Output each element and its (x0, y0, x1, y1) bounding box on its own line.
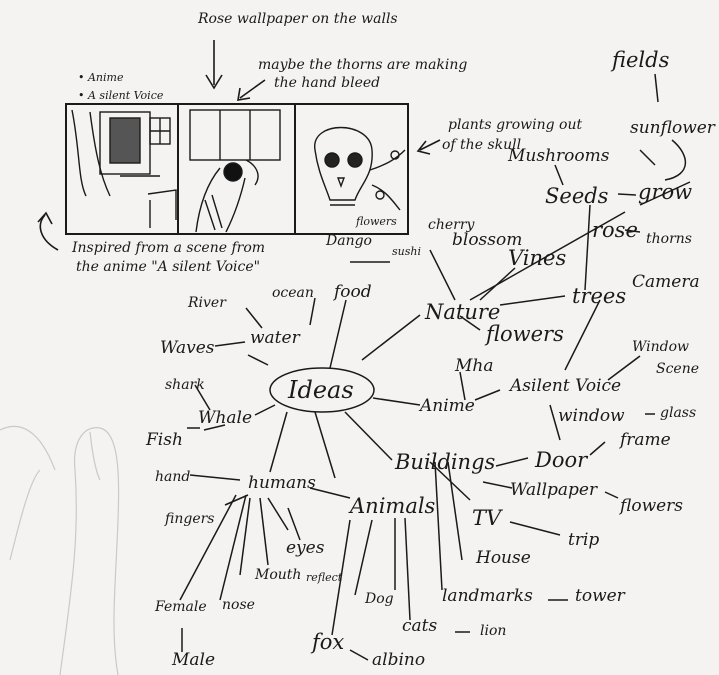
word-rose: rose (592, 218, 638, 242)
word-food: food (334, 282, 372, 302)
flowers-caption: flowers (356, 215, 397, 228)
word-flowers-buildings: flowers (620, 496, 684, 516)
word-blossom: blossom (452, 230, 523, 250)
thorns-note-line1: maybe the thorns are making (258, 57, 468, 73)
word-reflect: reflect (306, 571, 343, 584)
word-waves: Waves (160, 338, 215, 358)
word-window-scene-1: Window (632, 339, 690, 355)
word-frame: frame (620, 430, 671, 450)
panel-room-sketch (71, 109, 177, 228)
word-mouth: Mouth (255, 567, 302, 583)
word-grow: grow (638, 180, 693, 204)
word-hand: hand (155, 469, 191, 485)
plants-note-line1: plants growing out (448, 117, 583, 133)
storyboard-frame (65, 103, 409, 235)
word-river: River (188, 295, 226, 311)
word-mha: Mha (455, 356, 494, 376)
word-humans: humans (248, 473, 316, 493)
annotation-arrows (37, 40, 441, 251)
word-house: House (476, 548, 531, 568)
word-glass: glass (660, 405, 697, 421)
word-wallpaper: Wallpaper (510, 480, 598, 500)
word-fox: fox (312, 630, 345, 654)
word-tv: TV (472, 506, 502, 530)
word-water: water (250, 328, 300, 348)
word-lion: lion (480, 623, 507, 639)
word-door: Door (535, 448, 588, 472)
word-eyes: eyes (286, 538, 325, 558)
word-dango: Dango (326, 233, 372, 249)
thumb-pencil-sketch (0, 425, 120, 675)
word-nose: nose (222, 597, 255, 613)
mindmap-connectors (179, 73, 691, 661)
word-whale: Whale (198, 408, 253, 428)
anime-bullet: • Anime (78, 71, 124, 84)
word-sunflower: sunflower (630, 118, 715, 138)
word-tower: tower (575, 586, 625, 606)
word-silent-voice: Asilent Voice (510, 376, 622, 396)
word-nature: Nature (425, 300, 501, 324)
panel-skull-sketch (314, 126, 406, 211)
central-idea-ideas: Ideas (288, 376, 354, 404)
panel-hand-rose-sketch (189, 109, 281, 233)
wallpaper-note: Rose wallpaper on the walls (198, 11, 398, 27)
word-ocean: ocean (272, 285, 314, 301)
word-flowers-nature: flowers (486, 322, 564, 346)
word-buildings: Buildings (395, 450, 496, 474)
word-female: Female (155, 599, 207, 615)
word-mushrooms: Mushrooms (508, 146, 610, 166)
word-cherry: cherry (428, 217, 475, 233)
word-albino: albino (372, 650, 426, 670)
word-fields: fields (612, 48, 670, 72)
word-camera: Camera (632, 272, 700, 292)
word-animals: Animals (350, 494, 436, 518)
word-shark: shark (165, 377, 205, 393)
word-trees: trees (572, 284, 627, 308)
word-landmarks: landmarks (442, 586, 533, 606)
inspired-note-line1: Inspired from a scene from (72, 240, 266, 256)
word-sushi: sushi (392, 245, 421, 258)
plants-note-line2: of the skull (442, 137, 522, 153)
word-dog: Dog (365, 591, 394, 607)
word-anime: Anime (420, 396, 475, 416)
word-male: Male (172, 650, 216, 670)
thorns-note-line2: the hand bleed (274, 75, 381, 91)
word-vines: Vines (508, 246, 567, 270)
inspired-note-line2: the anime "A silent Voice" (76, 259, 261, 275)
word-window-scene-2: Scene (656, 361, 700, 377)
word-thorns: thorns (646, 231, 692, 247)
word-trip: trip (568, 530, 600, 550)
word-fish: Fish (146, 430, 183, 450)
word-seeds: Seeds (545, 184, 609, 208)
word-cats: cats (402, 616, 438, 636)
word-window: window (558, 406, 625, 426)
word-fingers: fingers (165, 511, 215, 527)
silent-voice-bullet: • A silent Voice (78, 89, 164, 102)
